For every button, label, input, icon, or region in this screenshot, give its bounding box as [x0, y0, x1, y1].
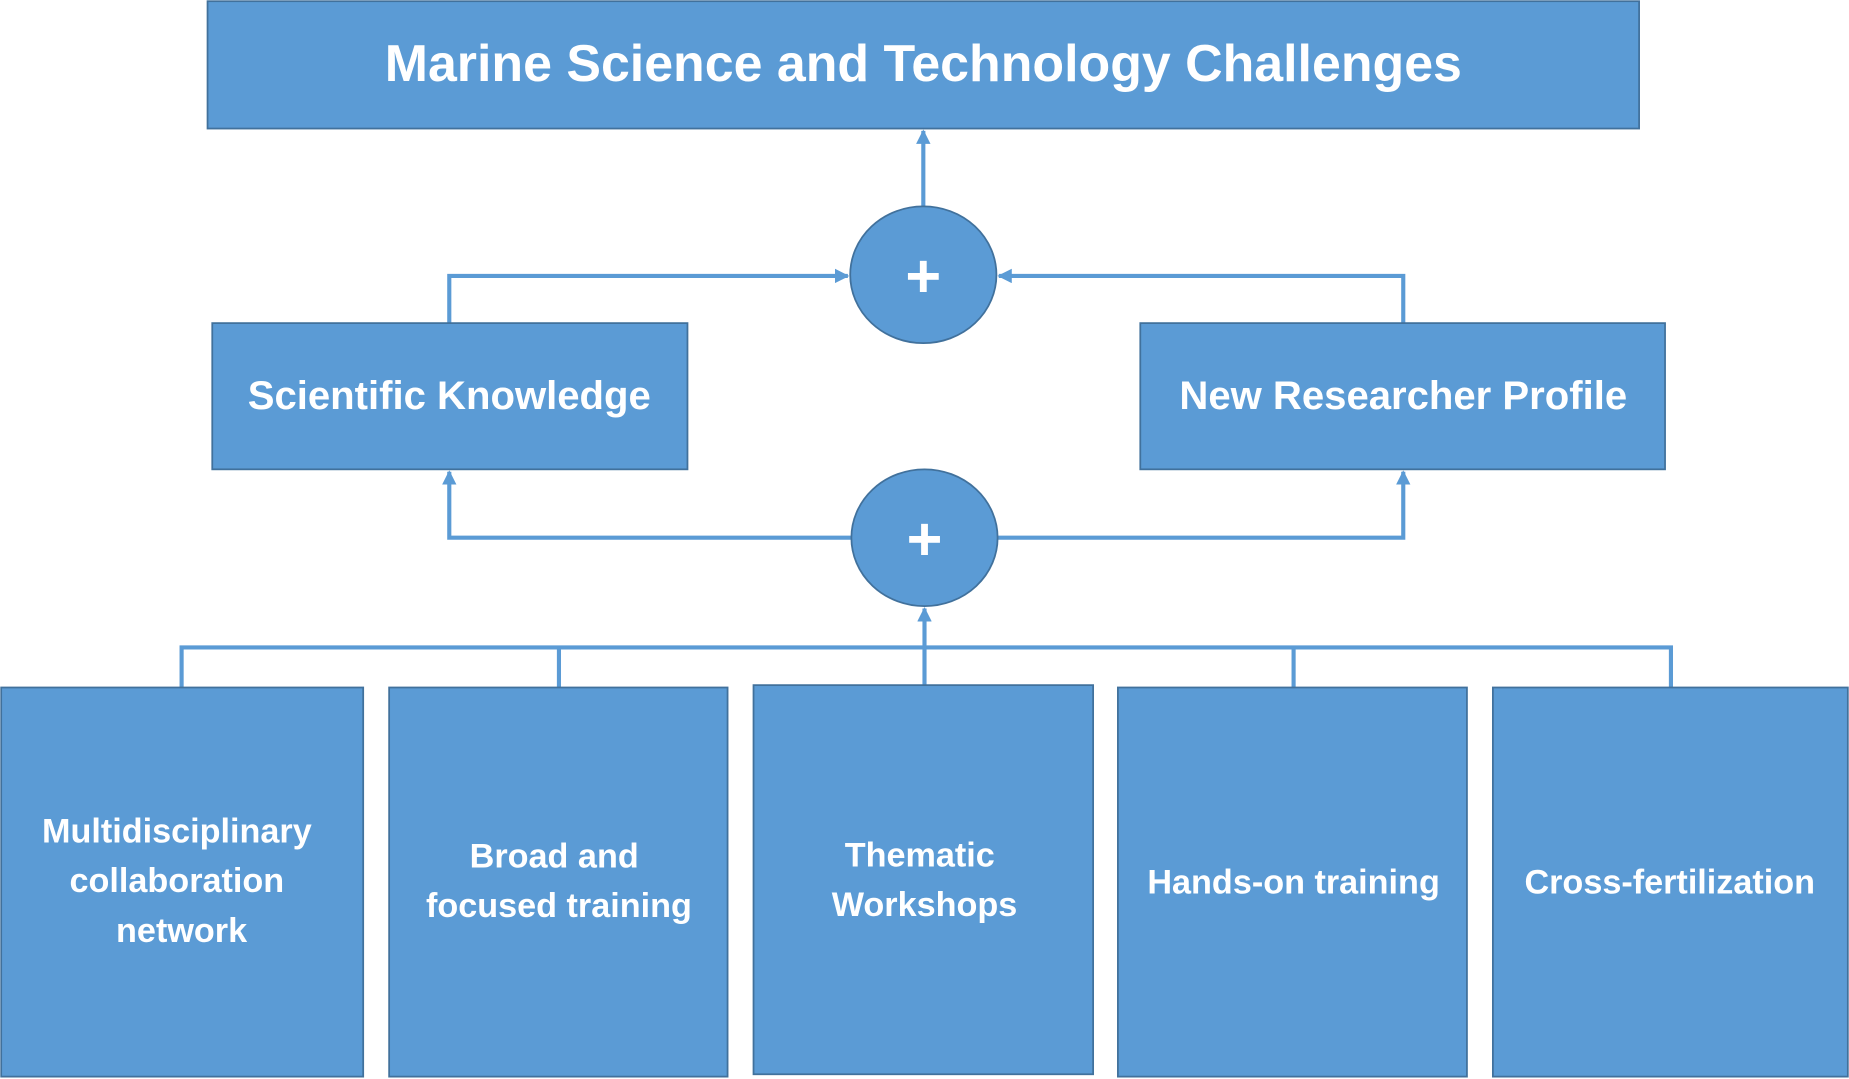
thematic-workshops-box: Thematic Workshops	[752, 684, 1095, 1076]
multidisciplinary-label: Multidisciplinary collaboration network	[42, 813, 321, 950]
plus-icon: +	[907, 504, 943, 573]
multidisciplinary-box: Multidisciplinary collaboration network	[0, 686, 365, 1078]
arrow-to-knowledge	[442, 470, 852, 540]
scientific-knowledge-label: Scientific Knowledge	[248, 374, 651, 418]
cross-fertilization-label: Cross-fertilization	[1524, 863, 1815, 901]
hands-on-training-box: Hands-on training	[1117, 686, 1468, 1078]
sum-node-bottom: +	[850, 468, 999, 608]
broad-training-label: Broad and focused training	[426, 838, 692, 926]
scientific-knowledge-box: Scientific Knowledge	[211, 322, 689, 471]
new-researcher-profile-box: New Researcher Profile	[1139, 322, 1666, 471]
thematic-workshops-label: Thematic Workshops	[832, 836, 1018, 924]
title-text: Marine Science and Technology Challenges	[385, 34, 1462, 92]
hands-on-training-label: Hands-on training	[1147, 863, 1439, 901]
cross-fertilization-box: Cross-fertilization	[1491, 686, 1849, 1078]
title-box: Marine Science and Technology Challenges	[206, 0, 1640, 130]
arrow-profile-to-sum	[997, 268, 1406, 324]
plus-icon: +	[905, 241, 941, 310]
arrow-knowledge-to-sum	[447, 268, 850, 324]
new-researcher-profile-label: New Researcher Profile	[1179, 374, 1627, 418]
arrow-to-profile	[997, 470, 1411, 540]
connectors	[179, 129, 1674, 688]
broad-training-box: Broad and focused training	[388, 686, 729, 1078]
sum-node-top: +	[849, 205, 998, 345]
